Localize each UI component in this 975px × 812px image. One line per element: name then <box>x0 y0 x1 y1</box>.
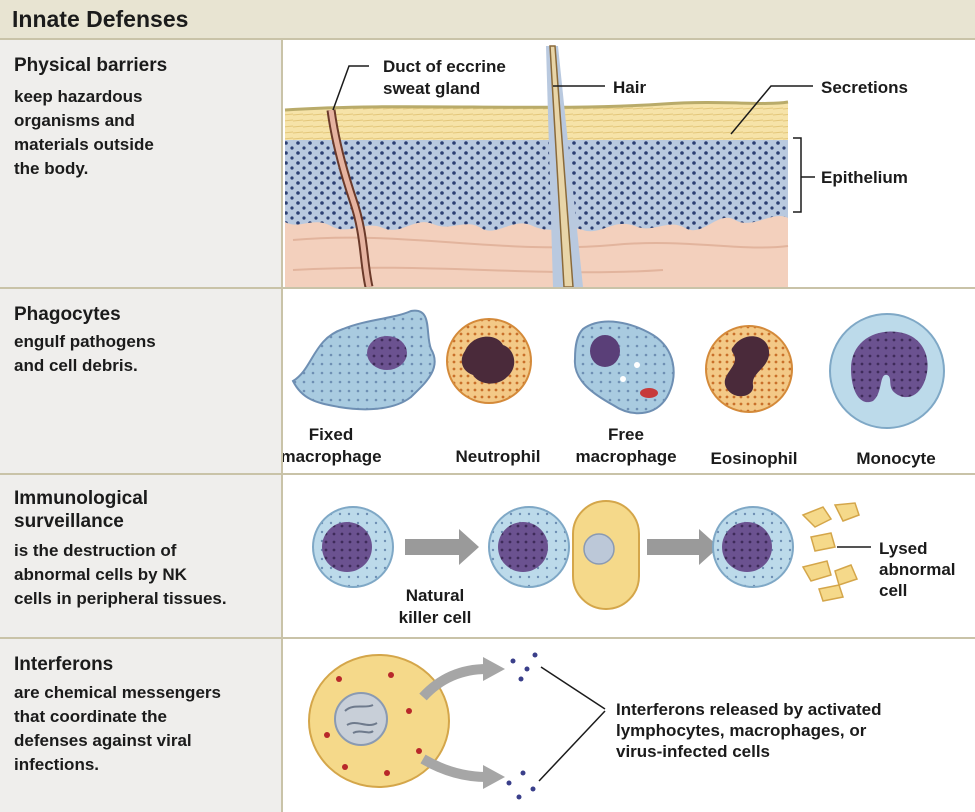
label-interferons-line2: lymphocytes, macrophages, or <box>616 721 867 740</box>
row-phagocytes: Phagocytes engulf pathogens and cell deb… <box>0 289 975 475</box>
label-duct-line2: sweat gland <box>383 79 480 98</box>
row-physical-barriers: Physical barriers keep hazardous organis… <box>0 40 975 289</box>
row-description: is the destruction of abnormal cells by … <box>14 541 227 608</box>
label-free-macrophage-line2: macrophage <box>575 447 676 466</box>
row-illustration-panel: Natural killer cell Lysed abnormal cell <box>283 475 975 637</box>
row-text-panel: Immunological surveillance is the destru… <box>0 475 283 637</box>
row-text-panel: Physical barriers keep hazardous organis… <box>0 40 283 287</box>
release-arrow-bottom <box>420 754 488 782</box>
row-heading: Immunological surveillance <box>14 488 149 532</box>
phagocytes-illustration: Fixed macrophage Neutrophil Free macroph… <box>283 309 945 468</box>
row-description: are chemical messengers that coordinate … <box>14 683 221 774</box>
virus-infected-cell <box>308 654 450 788</box>
arrow <box>405 529 479 565</box>
row-heading: Phagocytes <box>14 304 121 325</box>
label-lysed-line3: cell <box>879 581 907 600</box>
label-fixed-macrophage-line2: macrophage <box>283 447 382 466</box>
row-description: engulf pathogens and cell debris. <box>14 332 156 375</box>
label-monocyte: Monocyte <box>856 449 935 468</box>
figure-title: Innate Defenses <box>12 6 189 32</box>
row-description: keep hazardous organisms and materials o… <box>14 87 154 178</box>
label-interferons-line3: virus-infected cells <box>616 742 770 761</box>
nk-cell <box>312 506 394 588</box>
monocyte-cell <box>829 313 945 429</box>
nk-cell-illustration: Natural killer cell Lysed abnormal cell <box>312 500 956 627</box>
label-nk-cell-line2: killer cell <box>399 608 472 627</box>
label-eosinophil: Eosinophil <box>711 449 798 468</box>
arrow <box>647 529 719 565</box>
label-lysed-line1: Lysed <box>879 539 928 558</box>
interferons-illustration: Interferons released by activated lympho… <box>308 652 882 800</box>
release-arrow-top <box>419 664 488 701</box>
skin-section-illustration: Duct of eccrine sweat gland Hair Secreti… <box>284 45 908 287</box>
lysed-cell-fragments <box>801 502 860 602</box>
label-neutrophil: Neutrophil <box>456 447 541 466</box>
row-illustration-panel: Interferons released by activated lympho… <box>283 639 975 812</box>
row-text-panel: Phagocytes engulf pathogens and cell deb… <box>0 289 283 473</box>
keratin-layer <box>285 102 788 140</box>
label-fixed-macrophage-line1: Fixed <box>309 425 353 444</box>
label-duct-line1: Duct of eccrine <box>383 57 506 76</box>
nk-cell-attached <box>488 500 640 610</box>
row-immunological-surveillance: Immunological surveillance is the destru… <box>0 475 975 639</box>
row-text-panel: Interferons are chemical messengers that… <box>0 639 283 812</box>
interferon-molecules <box>506 652 538 800</box>
row-illustration-panel: Fixed macrophage Neutrophil Free macroph… <box>283 289 975 473</box>
row-heading: Interferons <box>14 654 114 675</box>
row-illustration-panel: Duct of eccrine sweat gland Hair Secreti… <box>283 40 975 287</box>
nk-cell-final <box>712 506 794 588</box>
label-nk-cell-line1: Natural <box>406 586 465 605</box>
title-bar: Innate Defenses <box>0 0 975 40</box>
label-lysed-line2: abnormal <box>879 560 956 579</box>
eosinophil-cell <box>705 325 793 413</box>
row-interferons: Interferons are chemical messengers that… <box>0 639 975 812</box>
row-heading: Physical barriers <box>14 55 168 76</box>
label-epithelium: Epithelium <box>821 168 908 187</box>
label-interferons-line1: Interferons released by activated <box>616 700 882 719</box>
neutrophil-cell <box>446 318 532 404</box>
fixed-macrophage-cell <box>291 309 436 411</box>
label-hair: Hair <box>613 78 646 97</box>
label-free-macrophage-line1: Free <box>608 425 644 444</box>
label-secretions: Secretions <box>821 78 908 97</box>
free-macrophage-cell <box>573 320 675 415</box>
